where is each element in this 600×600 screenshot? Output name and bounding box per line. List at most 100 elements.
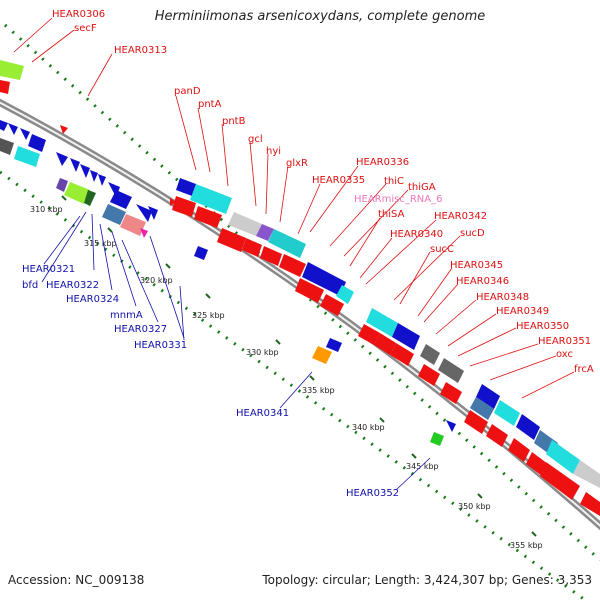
forward-gene-leaders (13, 17, 575, 399)
tick-label: 325 kbp (192, 311, 225, 320)
gene-label-pntb: pntB (222, 116, 246, 127)
map-title: Herminiimonas arsenicoxydans, complete g… (154, 9, 486, 24)
reverse-gene-labels (41, 211, 431, 491)
gene-hyi (256, 224, 274, 241)
gene-label-secf: secF (74, 23, 97, 34)
gene-fwd-9 (440, 382, 462, 404)
forward-strand-genes (0, 60, 600, 516)
gene-fwd-8 (418, 364, 440, 386)
gene-label-hear0351: HEAR0351 (538, 336, 591, 347)
gene-hear0306 (0, 80, 10, 94)
gene-label-hear0331: HEAR0331 (134, 340, 187, 351)
gene-rev-16 (326, 338, 342, 352)
gene-label-hear0341: HEAR0341 (236, 408, 289, 419)
gene-fwd-14 (526, 452, 548, 476)
kbp-ticks: 310 kbp 315 kbp 320 kbp 325 kbp 330 kbp … (30, 195, 543, 550)
gene-thiga (336, 285, 354, 304)
gene-fwd-17 (170, 198, 176, 206)
gene-this (295, 278, 324, 303)
gene-fwd-5 (320, 294, 344, 316)
gene-label-glxr: glxR (286, 158, 308, 169)
gene-hear0322 (84, 190, 96, 206)
gene-label-thiga: thiGA (408, 182, 436, 193)
tick-label: 355 kbp (510, 541, 543, 550)
gene-sucd (358, 324, 380, 345)
gene-fwd-1 (217, 228, 246, 252)
tick-label: 315 kbp (84, 239, 117, 248)
gene-hear0313 (60, 125, 68, 134)
gene-hear0351 (516, 414, 540, 440)
gene-rev-17 (446, 420, 456, 432)
gc-dots-inner (0, 170, 586, 600)
gene-secF (0, 60, 24, 80)
gene-hear0331 (148, 206, 158, 220)
gene-hear0324 (110, 190, 132, 209)
gene-rev-6 (28, 134, 46, 152)
gene-label-sucd: sucD (460, 228, 485, 239)
gene-rev-13 (140, 228, 148, 238)
gene-fwd-10 (573, 460, 600, 488)
gene-label-gcl: gcl (248, 134, 263, 145)
gene-label-hear0321: HEAR0321 (22, 264, 75, 275)
gene-label-succ: sucC (430, 244, 454, 255)
gene-fwd-7 (390, 343, 414, 366)
gene-label-thisa: thiSA (378, 209, 405, 220)
gene-rev-3 (0, 120, 8, 131)
gene-label-hyi: hyi (266, 146, 281, 157)
reverse-gene-label-text: HEAR0321 bfd HEAR0322 HEAR0324 mnmA HEAR… (22, 264, 399, 499)
tick-label: 350 kbp (458, 502, 491, 511)
forward-gene-label-text: HEAR0306 secF HEAR0313 panD pntA pntB gc… (52, 9, 594, 375)
gene-pntb (172, 196, 196, 217)
gene-bfd (64, 182, 90, 204)
gene-label-frca: frcA (574, 364, 594, 375)
gene-label-mnma: mnmA (110, 310, 143, 321)
gene-rev-10 (90, 170, 98, 182)
gene-mnma (102, 204, 126, 225)
gene-frca (546, 440, 580, 474)
tick-label: 310 kbp (30, 205, 63, 214)
accession-text: Accession: NC_009138 (8, 573, 145, 587)
gene-label-hear0340: HEAR0340 (390, 229, 443, 240)
gene-fwd-3 (260, 246, 282, 266)
gene-rev-15 (194, 246, 208, 260)
gene-fwd-12 (486, 424, 508, 447)
gene-label-hear0349: HEAR0349 (496, 306, 549, 317)
gene-label-pnta: pntA (198, 99, 222, 110)
tick-label: 330 kbp (246, 348, 279, 357)
gene-rev-11 (98, 174, 106, 186)
tick-label: 345 kbp (406, 462, 439, 471)
gene-fwd-11 (464, 410, 488, 434)
gene-glxr (268, 229, 306, 258)
gene-label-hear0324: HEAR0324 (66, 294, 119, 305)
gene-hear0350 (494, 400, 520, 426)
tick-label: 340 kbp (352, 423, 385, 432)
gene-fwd-6 (374, 333, 396, 355)
gene-hear0346 (438, 358, 464, 383)
gene-rev-14 (136, 204, 152, 222)
gene-succ (392, 323, 420, 350)
gene-label-hear0348: HEAR0348 (476, 292, 529, 303)
gene-rev-4 (8, 123, 18, 135)
gene-rev-2 (14, 146, 40, 167)
gene-label-hear0350: HEAR0350 (516, 321, 569, 332)
gene-hear0348 (476, 384, 500, 409)
gene-pnta (190, 184, 232, 214)
gene-label-hear0327: HEAR0327 (114, 324, 167, 335)
gene-label-hear0336: HEAR0336 (356, 157, 409, 168)
gene-label-hear0346: HEAR0346 (456, 276, 509, 287)
gene-hear0341 (312, 346, 332, 364)
gene-rev-7 (56, 152, 68, 166)
gene-hear0340 (366, 308, 398, 337)
gene-gcl (228, 212, 262, 236)
gene-pntb-2 (194, 206, 222, 228)
gene-hear0321 (56, 178, 68, 192)
gene-label-bfd: bfd (22, 280, 38, 291)
gene-label-hear0306: HEAR0306 (52, 9, 105, 20)
gene-label-hear0345: HEAR0345 (450, 260, 503, 271)
gene-fwd-16 (580, 492, 600, 516)
tick-label: 335 kbp (302, 386, 335, 395)
gene-hear0349 (470, 397, 494, 420)
gene-label-hear0342: HEAR0342 (434, 211, 487, 222)
gene-fwd-13 (508, 438, 530, 462)
